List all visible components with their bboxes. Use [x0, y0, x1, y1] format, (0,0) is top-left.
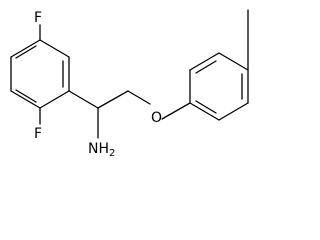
bond: [218, 102, 249, 121]
double-bond-inner: [15, 89, 37, 103]
bond: [39, 39, 70, 58]
bond: [10, 39, 41, 58]
bond-ch2-to-o: [127, 90, 151, 105]
chemical-structure: F F O NH2: [10, 9, 249, 159]
bond: [218, 52, 249, 71]
amine-main-label: NH: [88, 141, 109, 157]
fluorine-bottom-label: F: [34, 126, 42, 142]
right-benzene-ring: [189, 52, 249, 121]
bond-ch-to-ch2: [97, 90, 129, 109]
structure-canvas: F F O NH2: [10, 9, 249, 159]
amine-label: NH2: [88, 141, 115, 159]
double-bond-inner: [15, 45, 37, 59]
bond: [189, 102, 220, 121]
bond: [189, 52, 220, 71]
bond: [39, 90, 70, 109]
fluorine-top-label: F: [34, 10, 42, 26]
left-benzene-ring: [10, 39, 70, 109]
double-bond-inner: [195, 60, 217, 74]
bond: [10, 90, 41, 109]
bond-o-to-ring: [161, 102, 191, 120]
double-bond-inner: [195, 100, 217, 114]
amine-subscript: 2: [109, 148, 115, 159]
bond-ring-to-ch: [68, 90, 99, 109]
oxygen-label: O: [151, 110, 162, 126]
